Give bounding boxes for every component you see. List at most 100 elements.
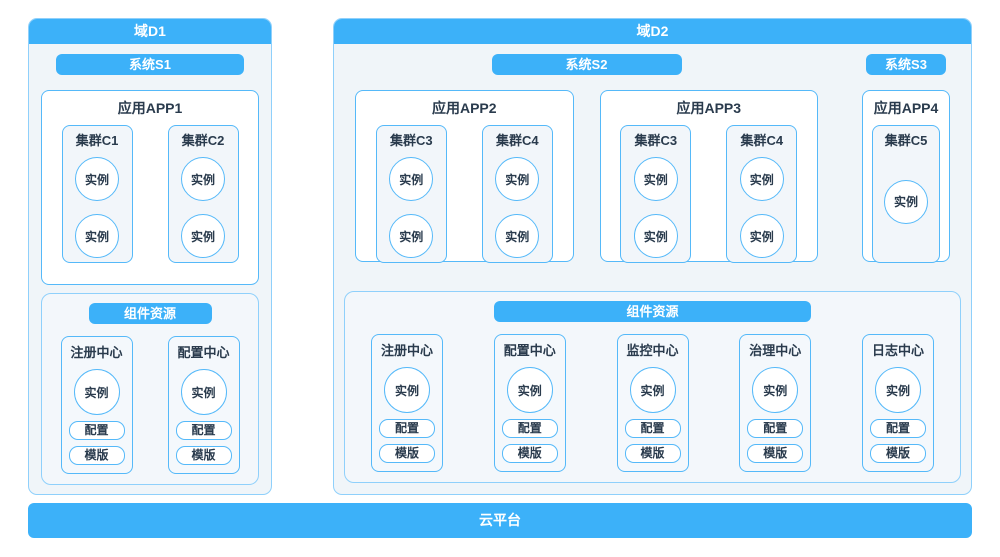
domain-d2-body: 系统S2 应用APP2 集群C3 实例 实例 <box>334 44 971 483</box>
clusters-row: 集群C5 实例 <box>863 125 949 263</box>
components-title-badge: 组件资源 <box>494 301 811 322</box>
cluster-c1-box: 集群C1 实例 实例 <box>61 125 133 263</box>
app-app1-title: 应用APP1 <box>117 100 183 116</box>
domain-d1-header: 域D1 <box>29 19 271 44</box>
instance-circle: 实例 <box>739 214 784 258</box>
config-tag: 配置 <box>68 421 125 440</box>
cluster-c4-title: 集群C4 <box>495 133 539 148</box>
template-tag: 模版 <box>624 444 681 463</box>
instance-circle: 实例 <box>495 214 540 258</box>
center-box-registry: 注册中心 实例 配置 模版 <box>60 336 133 474</box>
template-tag: 模版 <box>379 444 435 463</box>
apps-row-s3: 应用APP4 集群C5 实例 <box>862 90 950 263</box>
instance-circle: 实例 <box>389 214 434 258</box>
clusters-row: 集群C3 实例 实例 集群C4 <box>601 125 818 263</box>
components-box-d2: 组件资源 注册中心 实例 配置 模版 配置中心 实例 配置 模版 <box>344 291 961 483</box>
instance-circle: 实例 <box>180 369 227 415</box>
instance-circle: 实例 <box>633 214 678 258</box>
center-title: 注册中心 <box>380 343 433 358</box>
instance-circle: 实例 <box>73 369 120 415</box>
system-s2-group: 系统S2 应用APP2 集群C3 实例 实例 <box>355 54 818 263</box>
instance-circle: 实例 <box>495 157 540 201</box>
apps-row-d1: 应用APP1 集群C1 实例 实例 集群 <box>41 90 259 285</box>
center-box-registry: 注册中心 实例 配置 模版 <box>371 334 443 472</box>
clusters-row: 集群C3 实例 实例 集群C4 <box>356 125 573 263</box>
template-tag: 模版 <box>501 444 558 463</box>
cluster-c3-box: 集群C3 实例 实例 <box>620 125 692 263</box>
config-tag: 配置 <box>870 419 926 438</box>
apps-row-s2: 应用APP2 集群C3 实例 实例 <box>355 90 818 263</box>
instance-circle: 实例 <box>384 367 430 413</box>
config-tag: 配置 <box>379 419 435 438</box>
cluster-c4-box: 集群C4 实例 实例 <box>726 125 798 263</box>
instance-circle: 实例 <box>875 367 921 413</box>
app-app3-title: 应用APP3 <box>676 100 742 116</box>
instance-list: 实例 实例 <box>181 157 225 262</box>
instance-list: 实例 实例 <box>633 157 678 262</box>
template-tag: 模版 <box>870 444 926 463</box>
cluster-c5-box: 集群C5 实例 <box>872 125 940 263</box>
app-app2-box: 应用APP2 集群C3 实例 实例 <box>355 90 574 263</box>
instance-circle: 实例 <box>181 214 225 258</box>
app-app3-box: 应用APP3 集群C3 实例 实例 <box>599 90 818 263</box>
app-app1-box: 应用APP1 集群C1 实例 实例 集群 <box>41 90 259 285</box>
cluster-c3-box: 集群C3 实例 实例 <box>375 125 447 263</box>
config-tag: 配置 <box>624 419 681 438</box>
cluster-c5-title: 集群C5 <box>884 133 928 148</box>
system-s3-group: 系统S3 应用APP4 集群C5 实例 <box>862 54 950 263</box>
cluster-c3-title: 集群C3 <box>389 133 433 148</box>
system-s1-badge: 系统S1 <box>56 54 244 75</box>
template-tag: 模版 <box>747 444 804 463</box>
instance-circle: 实例 <box>633 157 678 201</box>
domain-d2-box: 域D2 系统S2 应用APP2 集群C3 <box>333 18 972 495</box>
template-tag: 模版 <box>68 446 125 465</box>
instance-circle: 实例 <box>75 214 119 258</box>
components-title-badge: 组件资源 <box>88 303 212 324</box>
cluster-c4-title: 集群C4 <box>740 133 784 148</box>
system-s2-badge: 系统S2 <box>491 54 682 75</box>
domain-d1-body: 系统S1 应用APP1 集群C1 实例 实例 <box>29 44 271 485</box>
config-tag: 配置 <box>501 419 558 438</box>
cluster-c3-title: 集群C3 <box>634 133 678 148</box>
instance-circle: 实例 <box>75 157 119 201</box>
center-box-monitor: 监控中心 实例 配置 模版 <box>616 334 689 472</box>
instance-circle: 实例 <box>181 157 225 201</box>
instance-circle: 实例 <box>389 157 434 201</box>
cluster-c4-box: 集群C4 实例 实例 <box>481 125 553 263</box>
instance-list: 实例 <box>884 157 928 262</box>
instance-circle: 实例 <box>739 157 784 201</box>
template-tag: 模版 <box>175 446 232 465</box>
instance-list: 实例 实例 <box>389 157 434 262</box>
cluster-c2-box: 集群C2 实例 实例 <box>167 125 239 263</box>
cluster-c2-title: 集群C2 <box>181 133 225 148</box>
instance-circle: 实例 <box>752 367 799 413</box>
config-tag: 配置 <box>175 421 232 440</box>
center-title: 配置中心 <box>177 345 230 360</box>
instance-circle: 实例 <box>506 367 553 413</box>
center-title: 监控中心 <box>626 343 679 358</box>
system-s3-badge: 系统S3 <box>865 54 947 75</box>
cluster-c1-title: 集群C1 <box>75 133 119 148</box>
platform-bar: 云平台 <box>28 503 972 538</box>
clusters-row: 集群C1 实例 实例 集群C2 实例 <box>42 125 258 263</box>
app-app4-title: 应用APP4 <box>873 100 939 116</box>
centers-row-d1: 注册中心 实例 配置 模版 配置中心 实例 配置 模版 <box>42 336 258 474</box>
center-title: 配置中心 <box>503 343 556 358</box>
config-tag: 配置 <box>747 419 804 438</box>
system-s1-group: 系统S1 应用APP1 集群C1 实例 实例 <box>41 54 259 285</box>
center-title: 治理中心 <box>749 343 802 358</box>
instance-list: 实例 实例 <box>495 157 540 262</box>
systems-area-d2: 系统S2 应用APP2 集群C3 实例 实例 <box>344 54 961 263</box>
components-box-d1: 组件资源 注册中心 实例 配置 模版 配置中心 实例 配置 模版 <box>41 293 259 485</box>
domains-row: 域D1 系统S1 应用APP1 集群C1 实例 实例 <box>28 18 972 495</box>
center-box-config: 配置中心 实例 配置 模版 <box>167 336 240 474</box>
app-app2-title: 应用APP2 <box>431 100 497 116</box>
instance-list: 实例 实例 <box>739 157 784 262</box>
center-box-governance: 治理中心 实例 配置 模版 <box>739 334 812 472</box>
domain-d1-box: 域D1 系统S1 应用APP1 集群C1 实例 实例 <box>28 18 272 495</box>
instance-circle: 实例 <box>884 179 928 224</box>
instance-circle: 实例 <box>629 367 676 413</box>
center-box-log: 日志中心 实例 配置 模版 <box>862 334 934 472</box>
center-title: 注册中心 <box>70 345 123 360</box>
